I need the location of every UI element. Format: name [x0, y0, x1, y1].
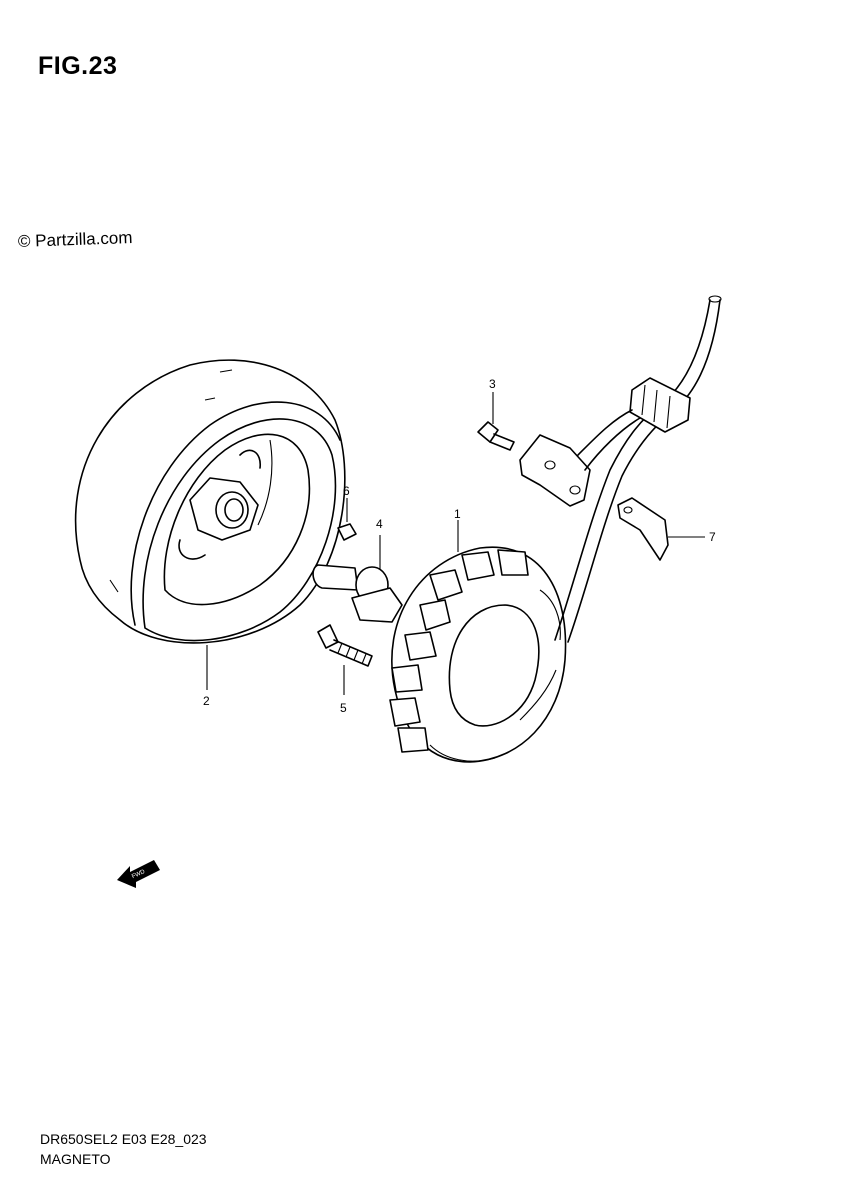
callout-6: 6: [343, 484, 350, 498]
key-part: [337, 523, 357, 541]
front-arrow-label: FWD: [131, 869, 147, 880]
rotor-bolt-part: [312, 564, 403, 623]
callout-4: 4: [376, 517, 383, 531]
wire-harness: [519, 295, 722, 643]
callout-1: 1: [454, 507, 461, 521]
callout-3: 3: [489, 377, 496, 391]
callout-5: 5: [340, 701, 347, 715]
stator-part: [389, 546, 567, 763]
figure-title: FIG.23: [38, 52, 118, 80]
stator-screw-part: [317, 624, 373, 667]
rotor-part: [74, 359, 346, 644]
callout-7: 7: [709, 530, 716, 544]
front-direction-arrow: FWD: [117, 860, 160, 888]
callout-2: 2: [203, 694, 210, 708]
section-name: MAGNETO: [40, 1151, 111, 1167]
model-code: DR650SEL2 E03 E28_023: [40, 1131, 207, 1147]
wire-clamp-part: [617, 497, 669, 561]
screw-part: [477, 421, 515, 451]
